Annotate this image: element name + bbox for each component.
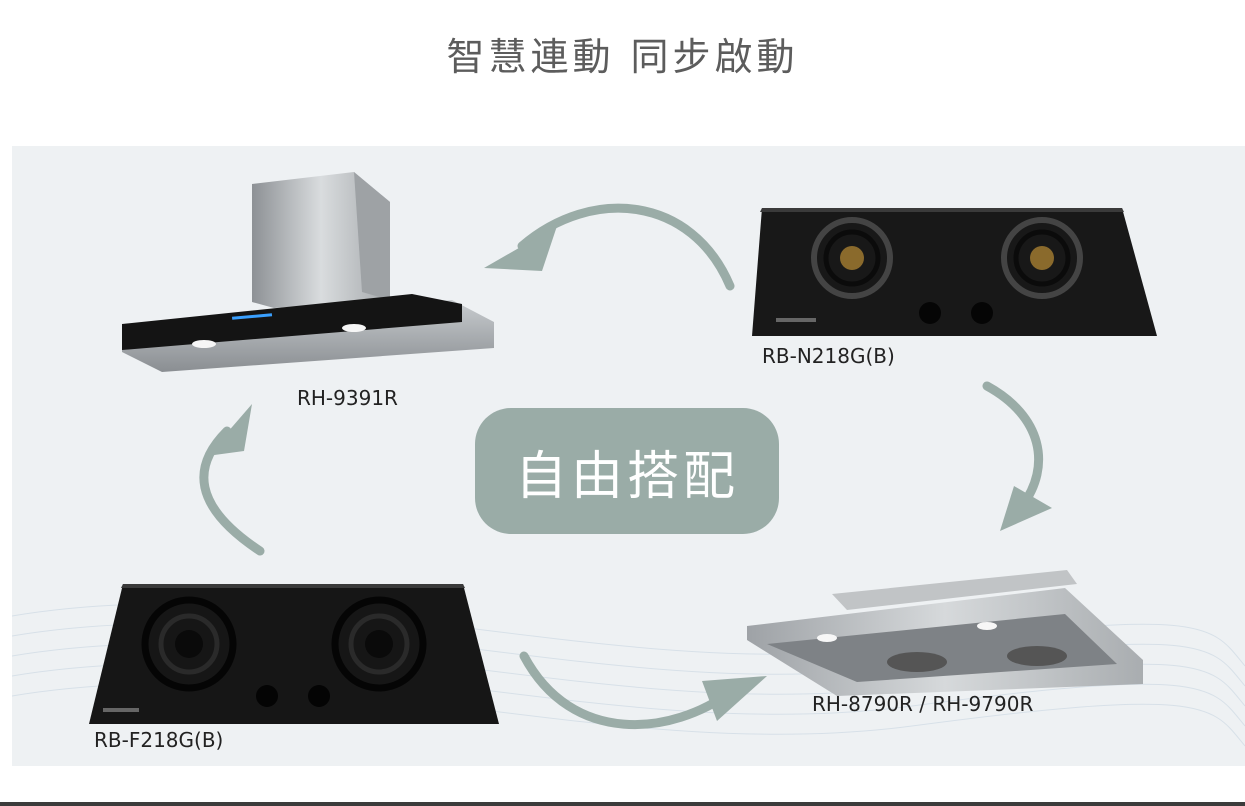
gas-hob-icon bbox=[89, 584, 499, 724]
arrow-bottom-head bbox=[702, 676, 767, 721]
arrow-top bbox=[517, 203, 735, 291]
arrow-left bbox=[199, 426, 265, 556]
arrow-right bbox=[982, 381, 1044, 511]
arrow-left-head bbox=[207, 404, 252, 456]
product-diagram-panel: 自由搭配 RH-9391R bbox=[12, 146, 1245, 766]
range-hood-chimney-icon bbox=[122, 172, 494, 372]
arrow-right-head bbox=[1000, 486, 1052, 531]
range-hood-slim-icon bbox=[747, 570, 1143, 696]
model-label-rb-f218g-b: RB-F218G(B) bbox=[94, 728, 224, 752]
gas-hob-icon bbox=[752, 208, 1157, 336]
center-label-pill: 自由搭配 bbox=[475, 408, 779, 534]
arrow-top-head bbox=[484, 226, 557, 271]
model-label-rh-8790r-rh-9790r: RH-8790R / RH-9790R bbox=[812, 692, 1034, 716]
bottom-border bbox=[0, 802, 1245, 806]
model-label-rb-n218g-b: RB-N218G(B) bbox=[762, 344, 895, 368]
cycle-arrows-graphic bbox=[12, 203, 1245, 747]
arrow-bottom bbox=[519, 651, 737, 730]
model-label-rh-9391r: RH-9391R bbox=[297, 386, 398, 410]
page-title: 智慧連動 同步啟動 bbox=[446, 35, 799, 79]
